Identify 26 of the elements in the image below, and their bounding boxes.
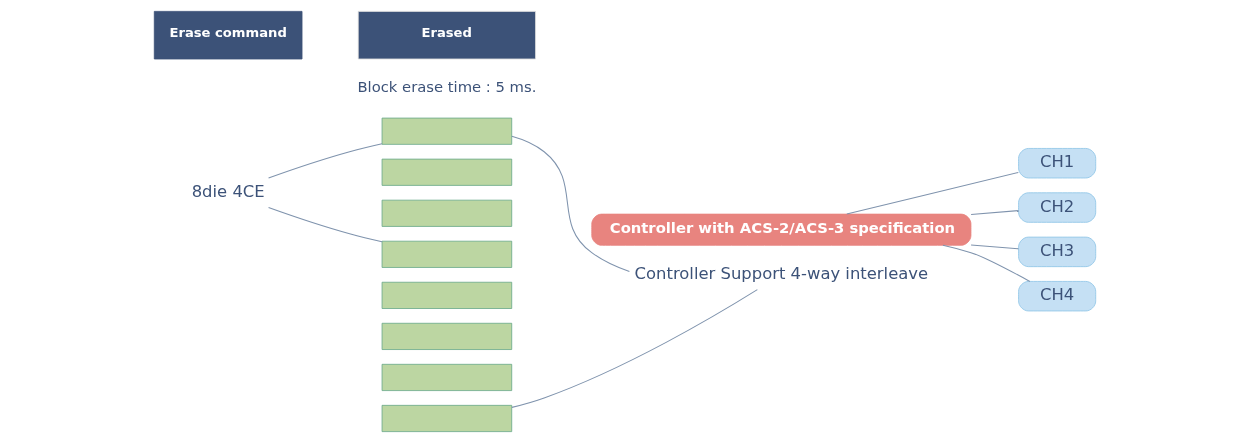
connector [267, 207, 383, 243]
node-box [381, 404, 512, 433]
node-box [381, 117, 512, 145]
connector [970, 244, 1019, 250]
node-box [381, 158, 512, 186]
node-box [381, 281, 512, 309]
node-box [381, 199, 512, 227]
node-text: Controller Support 4-way interleave [634, 263, 928, 283]
node-box: Erase command [153, 10, 302, 60]
node-box [381, 240, 512, 268]
node-text: 8die 4CE [191, 181, 265, 201]
connector [845, 171, 1019, 215]
node-box: CH4 [1017, 281, 1096, 312]
connector [510, 289, 758, 408]
node-box: CH2 [1017, 192, 1096, 223]
node-box: CH3 [1017, 236, 1096, 268]
node-box: Controller with ACS-2/ACS-3 specification [590, 213, 971, 246]
connector [941, 244, 1030, 282]
node-box [381, 363, 512, 391]
connector [267, 143, 383, 179]
label: Block erase time : 5 ms. [356, 78, 536, 96]
node-box: Erased [357, 10, 536, 60]
connector [970, 210, 1019, 215]
node-box: CH1 [1017, 148, 1096, 179]
node-box [381, 322, 512, 350]
connector [510, 135, 630, 272]
